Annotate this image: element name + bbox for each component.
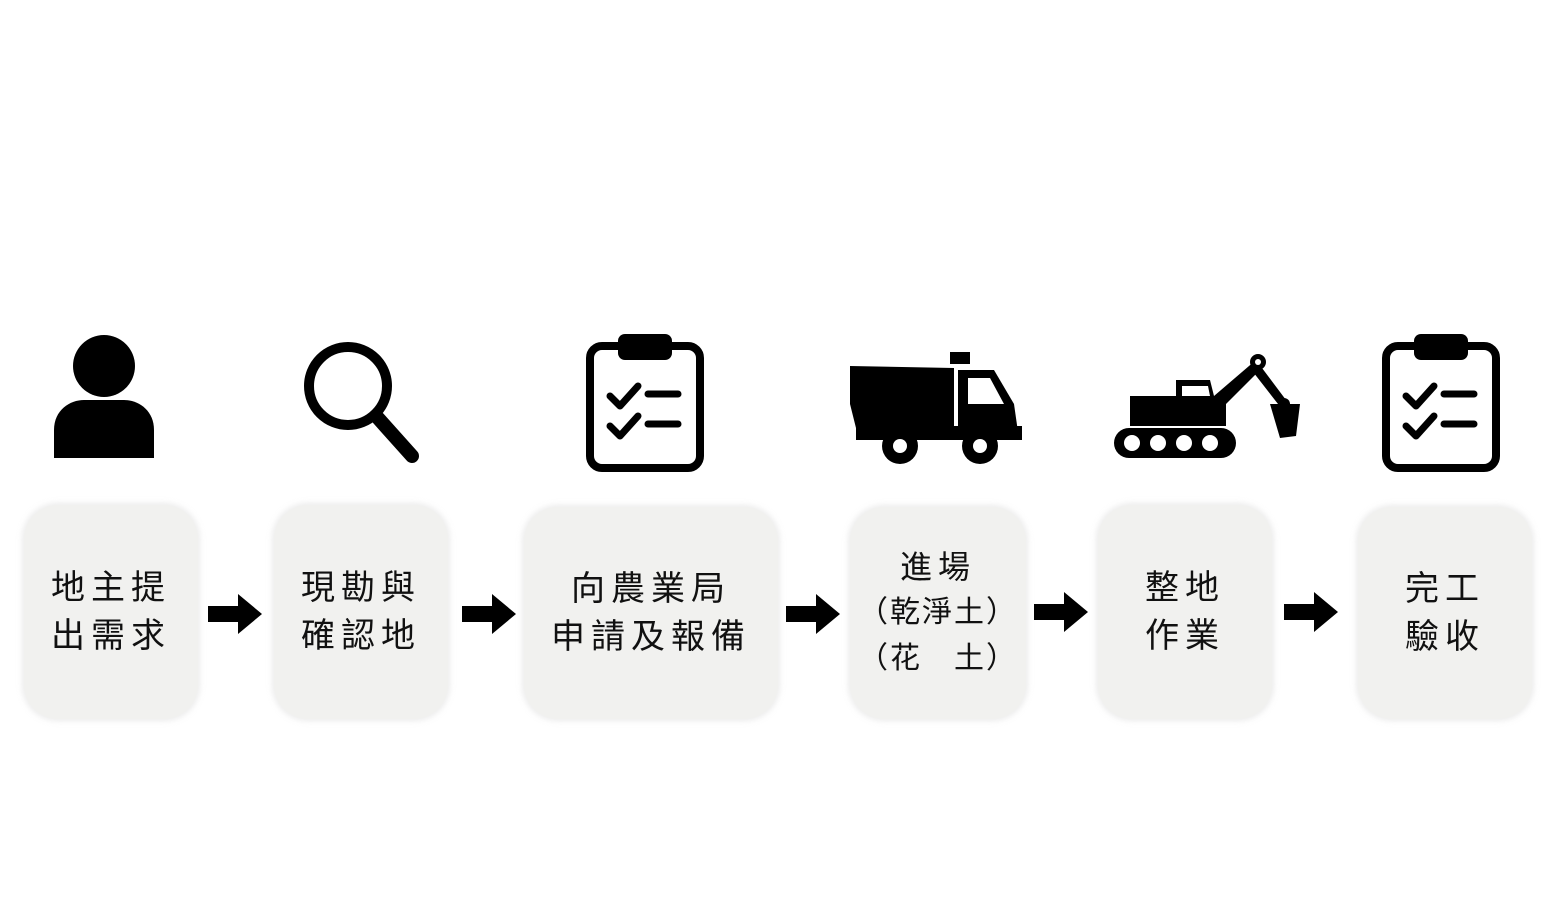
step-text: （花 土） <box>858 641 1018 676</box>
step-box-1: 地主提 出需求 <box>24 505 198 719</box>
step-text: 現勘與 <box>301 568 421 608</box>
step-text: 地主提 <box>51 568 171 608</box>
step-text: 驗收 <box>1405 617 1485 657</box>
arrow-right-icon <box>1034 592 1088 632</box>
step-text: （乾淨土） <box>858 595 1018 630</box>
step-text: 確認地 <box>301 616 421 656</box>
step-text: 完工 <box>1405 569 1485 609</box>
step-text: 作業 <box>1145 616 1225 656</box>
dump-truck-icon <box>850 352 1022 464</box>
step-box-4: 進場 （乾淨土） （花 土） <box>850 507 1026 719</box>
arrow-right-icon <box>208 594 262 634</box>
magnifier-icon <box>304 342 419 463</box>
step-text: 出需求 <box>51 616 171 656</box>
step-box-5: 整地 作業 <box>1098 505 1272 719</box>
step-text: 進場 <box>899 548 976 586</box>
clipboard-checklist-icon <box>1382 334 1500 472</box>
step-text: 整地 <box>1145 568 1225 608</box>
step-box-2: 現勘與 確認地 <box>274 505 448 719</box>
step-text: 向農業局 <box>571 569 731 609</box>
step-box-3: 向農業局 申請及報備 <box>524 507 778 719</box>
arrow-right-icon <box>462 594 516 634</box>
arrow-right-icon <box>786 594 840 634</box>
clipboard-checklist-icon <box>586 334 704 472</box>
person-icon <box>54 335 154 458</box>
excavator-icon <box>1114 354 1300 458</box>
arrow-right-icon <box>1284 592 1338 632</box>
step-text: 申請及報備 <box>551 617 751 657</box>
step-box-6: 完工 驗收 <box>1358 507 1532 719</box>
